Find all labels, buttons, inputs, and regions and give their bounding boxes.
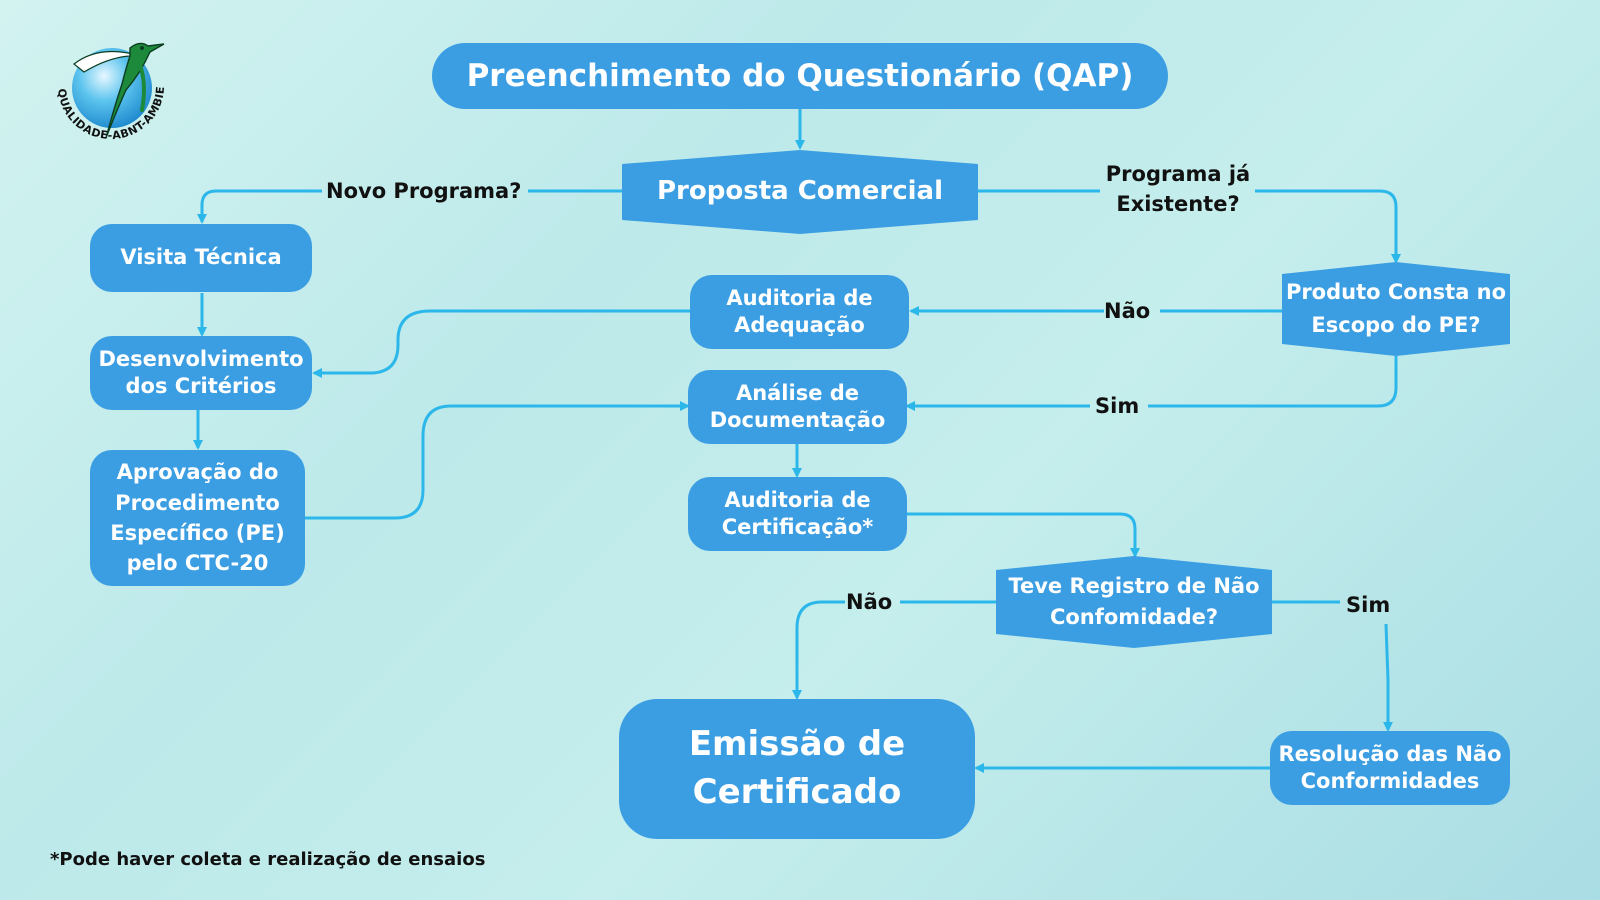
hummingbird-icon — [105, 42, 165, 139]
auditoria-adequacao-text: Auditoria de Adequação — [726, 285, 873, 337]
label-sim-registro: Sim — [1346, 593, 1391, 617]
resolucao-nao-conformidades-text: Resolução das Não Conformidades — [1278, 741, 1502, 793]
teve-registro-node: Teve Registro de Não Confomidade? — [996, 556, 1272, 648]
desenvolvimento-criterios-text: Desenvolvimento dos Critérios — [98, 346, 304, 398]
visita-tecnica-node: Visita Técnica — [90, 224, 312, 292]
visita-tecnica-text: Visita Técnica — [120, 245, 282, 270]
teve-registro-text: Teve Registro de Não Confomidade? — [1008, 573, 1260, 630]
footnote: *Pode haver coleta e realização de ensai… — [50, 849, 486, 870]
resolucao-nao-conformidades-node: Resolução das Não Conformidades — [1270, 731, 1510, 805]
connector-proposta-to-produto — [978, 189, 1396, 262]
qualidade-abnt-ambiental-logo: QUALIDADE-ABNT-AMBIENTAL — [39, 16, 178, 152]
analise-documentacao-text: Análise de Documentação — [709, 380, 886, 432]
auditoria-adequacao-node: Auditoria de Adequação — [690, 275, 909, 349]
connector-produto-to-analise — [907, 356, 1398, 406]
label-nao-escopo: Não — [1104, 299, 1151, 323]
aprovacao-pe-node: Aprovação do Procedimento Específico (PE… — [90, 450, 305, 586]
connector-adequacao-to-desenvolvimento — [312, 309, 690, 378]
auditoria-certificacao-node: Auditoria de Certificação* — [688, 477, 907, 551]
analise-documentacao-node: Análise de Documentação — [688, 370, 907, 444]
desenvolvimento-criterios-node: Desenvolvimento dos Critérios — [90, 336, 312, 410]
label-programa-existente: Programa já Existente? — [1105, 162, 1251, 217]
produto-consta-text: Produto Consta no Escopo do PE? — [1285, 280, 1507, 337]
connector-proposta-to-visita — [202, 189, 622, 222]
aprovacao-pe-text: Aprovação do Procedimento Específico (PE… — [110, 460, 285, 576]
title-text: Preenchimento do Questionário (QAP) — [466, 57, 1134, 94]
connector-registro-nao-to-emissao — [797, 600, 996, 698]
connector-aprovacao-to-analise — [305, 401, 690, 520]
connector-certificacao-to-registro — [907, 512, 1140, 558]
proposta-comercial-node: Proposta Comercial — [622, 150, 978, 234]
produto-consta-node: Produto Consta no Escopo do PE? — [1282, 262, 1510, 356]
proposta-comercial-text: Proposta Comercial — [657, 176, 943, 207]
emissao-certificado-text: Emissão de Certificado — [688, 724, 906, 812]
title-node: Preenchimento do Questionário (QAP) — [432, 43, 1168, 109]
auditoria-certificacao-text: Auditoria de Certificação* — [721, 487, 874, 539]
label-nao-registro: Não — [846, 590, 893, 614]
label-novo-programa: Novo Programa? — [326, 179, 522, 203]
label-sim-escopo: Sim — [1095, 394, 1140, 418]
connector-registro-sim-to-resolucao — [1272, 600, 1388, 730]
emissao-certificado-node: Emissão de Certificado — [619, 699, 975, 839]
